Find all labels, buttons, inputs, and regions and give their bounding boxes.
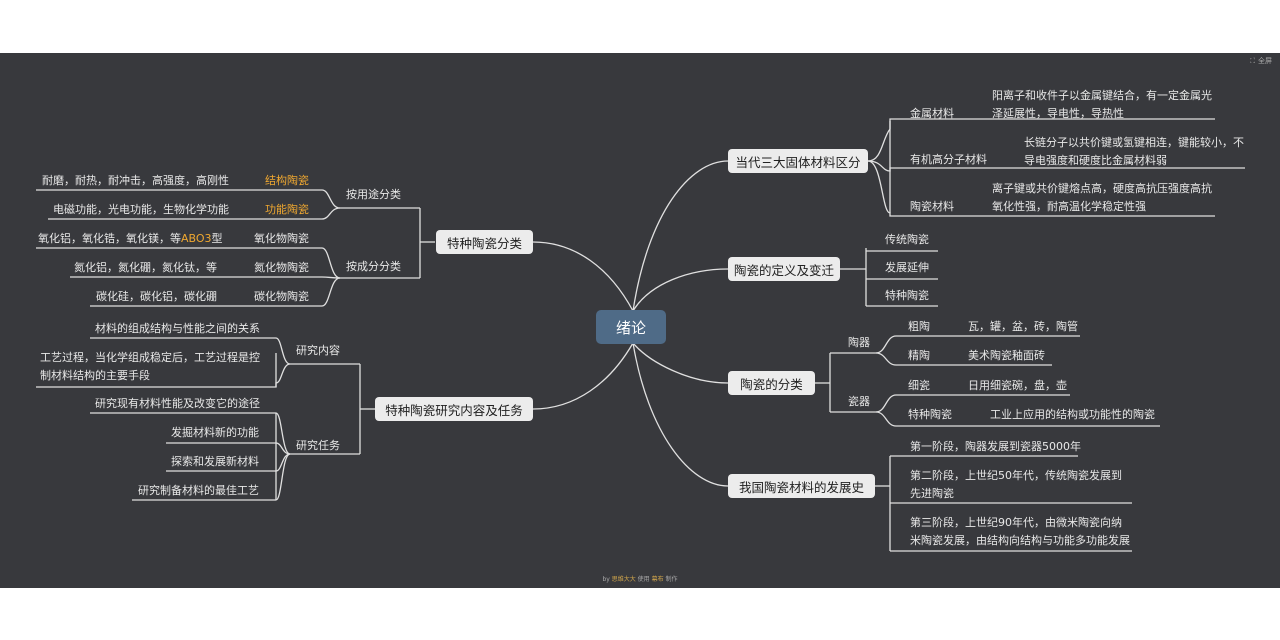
node-oxide-ceramic[interactable]: 氧化物陶瓷	[254, 232, 309, 245]
node-development-history[interactable]: 我国陶瓷材料的发展史	[728, 474, 875, 498]
desc-fine-porcelain: 日用细瓷碗，盘，壶	[968, 379, 1067, 392]
desc-nitride: 氮化铝，氮化硼，氮化钛，等	[74, 261, 217, 274]
footer-prefix: by	[602, 576, 612, 583]
connector-root-r1	[632, 160, 729, 312]
footer-credit: by 思维大大 使用 幕布 制作	[0, 574, 1280, 583]
node-porcelain[interactable]: 瓷器	[848, 395, 870, 408]
node-carbide-ceramic[interactable]: 碳化物陶瓷	[254, 290, 309, 303]
node-structural-ceramic[interactable]: 结构陶瓷	[265, 174, 309, 187]
node-fine-porcelain[interactable]: 细瓷	[908, 379, 930, 392]
node-research-content-tasks[interactable]: 特种陶瓷研究内容及任务	[375, 397, 533, 421]
node-label: 当代三大固体材料区分	[735, 154, 861, 170]
history-stage-3[interactable]: 第三阶段，上世纪90年代，由微米陶瓷向纳米陶瓷发展，由结构向结构与功能多功能发展	[910, 516, 1130, 547]
connector-root-r4	[632, 342, 729, 487]
fullscreen-label: 全屏	[1258, 57, 1272, 65]
footer-mid: 使用	[635, 576, 652, 583]
node-by-composition[interactable]: 按成分分类	[346, 260, 401, 273]
node-special-ceramic[interactable]: 特种陶瓷	[885, 289, 929, 302]
connector-root-l2	[532, 342, 634, 410]
node-pottery[interactable]: 陶器	[848, 336, 870, 349]
desc-polymer: 长链分子以共价键或氢键相连，键能较小，不导电强度和硬度比金属材料弱	[1024, 136, 1244, 167]
history-stage-1[interactable]: 第一阶段，陶器发展到瓷器5000年	[910, 440, 1081, 453]
node-special-ceramic-classification[interactable]: 特种陶瓷分类	[436, 230, 533, 254]
desc-metal: 阳离子和收件子以金属键结合，有一定金属光泽延展性，导电性，导热性	[992, 89, 1212, 120]
history-stage-2[interactable]: 第二阶段，上世纪50年代，传统陶瓷发展到先进陶瓷	[910, 469, 1122, 500]
expand-icon: ⛶	[1250, 56, 1255, 65]
mindmap-canvas: ⛶ 全屏 绪论 当代三大固体材料区分 金属材料 阳离子和收件子以金属键结合，有一…	[0, 53, 1280, 588]
desc-ceramic-material: 离子键或共价键熔点高，硬度高抗压强度高抗氧化性强，耐高温化学稳定性强	[992, 182, 1212, 213]
desc-coarse-pottery: 瓦，罐，盆，砖，陶管	[968, 320, 1078, 333]
fullscreen-button[interactable]: ⛶ 全屏	[1250, 56, 1272, 66]
node-label: 我国陶瓷材料的发展史	[738, 479, 864, 495]
root-label: 绪论	[615, 318, 646, 337]
desc-fine-pottery: 美术陶瓷釉面砖	[968, 349, 1045, 362]
footer-author[interactable]: 思维大大	[611, 576, 636, 583]
node-development[interactable]: 发展延伸	[885, 261, 929, 274]
node-nitride-ceramic[interactable]: 氮化物陶瓷	[254, 261, 309, 274]
research-task-3[interactable]: 探索和发展新材料	[171, 455, 259, 468]
node-research-tasks[interactable]: 研究任务	[296, 439, 340, 452]
node-functional-ceramic[interactable]: 功能陶瓷	[265, 203, 309, 216]
desc-structural: 耐磨，耐热，耐冲击，高强度，高刚性	[42, 174, 229, 187]
research-task-4[interactable]: 研究制备材料的最佳工艺	[138, 484, 259, 497]
root-node[interactable]: 绪论	[596, 310, 666, 344]
node-label: 陶瓷的分类	[740, 376, 803, 392]
research-content-2[interactable]: 工艺过程，当化学组成稳定后，工艺过程是控制材料结构的主要手段	[40, 351, 260, 382]
node-ceramic-definition[interactable]: 陶瓷的定义及变迁	[728, 257, 840, 281]
desc-oxide-suffix: 型	[211, 232, 223, 245]
footer-app[interactable]: 幕布	[651, 576, 664, 583]
node-ceramic-classification[interactable]: 陶瓷的分类	[728, 371, 815, 395]
research-task-2[interactable]: 发掘材料新的功能	[171, 426, 259, 439]
connector-lines	[36, 118, 1245, 552]
node-polymer[interactable]: 有机高分子材料	[910, 153, 987, 166]
node-special-porcelain[interactable]: 特种陶瓷	[908, 408, 952, 421]
connector-root-l1	[532, 241, 634, 312]
node-metal[interactable]: 金属材料	[910, 107, 954, 120]
node-solid-materials[interactable]: 当代三大固体材料区分	[728, 149, 868, 173]
desc-oxide-highlight: ABO3	[181, 232, 212, 245]
connector-root-r2	[632, 268, 729, 312]
research-content-1[interactable]: 材料的组成结构与性能之间的关系	[95, 322, 260, 335]
desc-oxide-text: 氧化铝，氧化锆，氧化镁，等	[38, 232, 181, 245]
desc-oxide: 氧化铝，氧化锆，氧化镁，等ABO3型	[38, 230, 223, 248]
node-research-content[interactable]: 研究内容	[296, 344, 340, 357]
node-coarse-pottery[interactable]: 粗陶	[908, 320, 930, 333]
node-by-use[interactable]: 按用途分类	[346, 188, 401, 201]
research-task-1[interactable]: 研究现有材料性能及改变它的途径	[95, 397, 260, 410]
node-fine-pottery[interactable]: 精陶	[908, 349, 930, 362]
desc-carbide: 碳化硅，碳化铝，碳化硼	[96, 290, 217, 303]
desc-functional: 电磁功能，光电功能，生物化学功能	[53, 203, 229, 216]
node-label: 陶瓷的定义及变迁	[733, 262, 834, 278]
desc-special-porcelain: 工业上应用的结构或功能性的陶瓷	[990, 408, 1155, 421]
node-label: 特种陶瓷分类	[446, 235, 522, 251]
node-traditional-ceramic[interactable]: 传统陶瓷	[885, 233, 929, 246]
node-label: 特种陶瓷研究内容及任务	[385, 402, 523, 418]
footer-suffix: 制作	[663, 576, 678, 583]
connector-root-r3	[632, 342, 729, 384]
node-ceramic-material[interactable]: 陶瓷材料	[910, 200, 954, 213]
